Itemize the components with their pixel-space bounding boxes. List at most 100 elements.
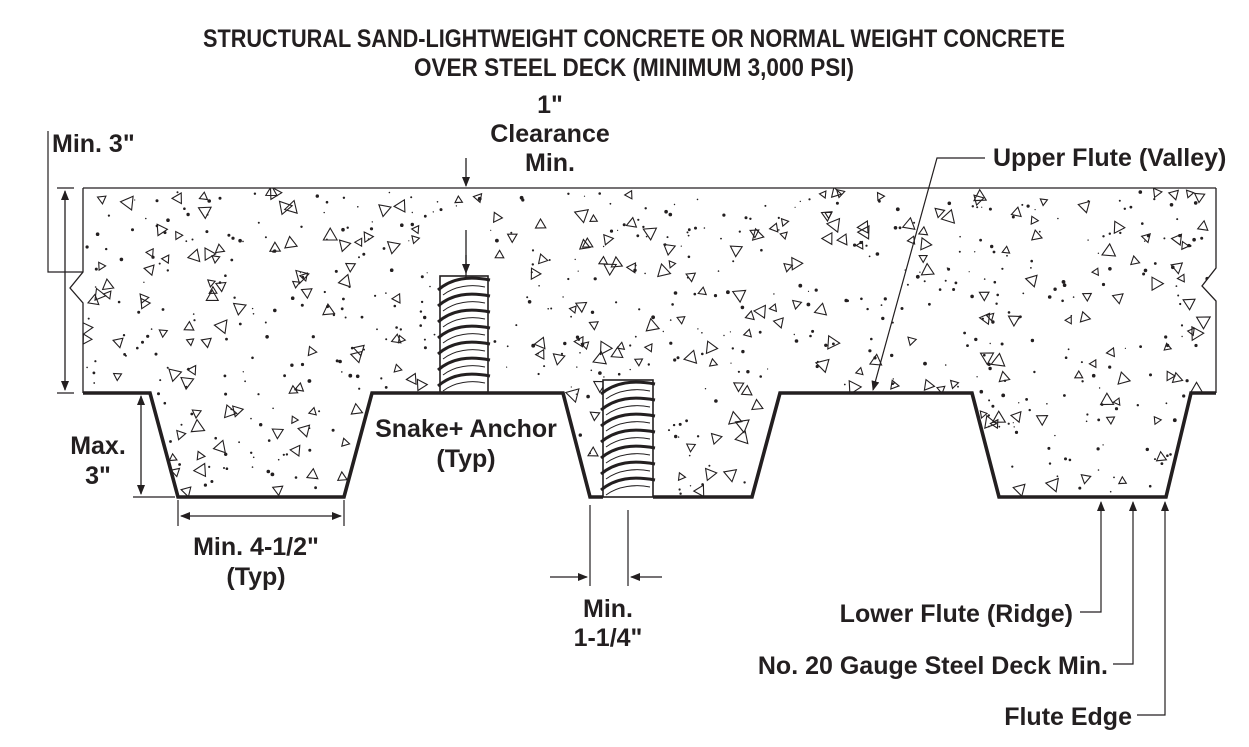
aggregate-speck xyxy=(1048,462,1052,465)
aggregate-speck xyxy=(673,358,677,362)
aggregate-speck xyxy=(530,271,533,274)
max-3-dimension xyxy=(133,395,175,498)
aggregate-speck xyxy=(537,372,540,376)
aggregate-triangle xyxy=(212,439,227,454)
aggregate-speck xyxy=(991,404,995,408)
diagram-title-line-2: OVER STEEL DECK (MINIMUM 3,000 PSI) xyxy=(414,54,854,82)
aggregate-speck xyxy=(493,340,497,343)
aggregate-triangle xyxy=(610,346,624,359)
aggregate-speck xyxy=(1146,234,1150,238)
aggregate-triangle xyxy=(643,343,653,353)
aggregate-speck xyxy=(651,315,655,320)
aggregate-speck xyxy=(685,419,688,423)
aggregate-triangle xyxy=(722,468,738,483)
aggregate-speck xyxy=(423,346,427,350)
aggregate-triangle xyxy=(307,345,318,357)
aggregate-speck xyxy=(1067,348,1070,351)
aggregate-speck xyxy=(979,389,984,394)
aggregate-speck xyxy=(301,275,305,279)
aggregate-triangle xyxy=(1039,198,1049,207)
aggregate-speck xyxy=(218,281,222,284)
aggregate-speck xyxy=(744,216,748,220)
aggregate-speck xyxy=(570,315,572,318)
aggregate-speck xyxy=(673,203,676,206)
snake-anchor-upper xyxy=(437,275,491,393)
aggregate-speck xyxy=(859,240,863,245)
aggregate-triangle xyxy=(1129,254,1141,266)
aggregate-speck xyxy=(547,308,549,310)
aggregate-speck xyxy=(1108,267,1112,271)
aggregate-speck xyxy=(334,269,338,273)
aggregate-triangle xyxy=(978,312,991,326)
aggregate-speck xyxy=(205,230,209,234)
aggregate-triangle xyxy=(1170,233,1183,247)
aggregate-speck xyxy=(315,194,319,198)
aggregate-triangle xyxy=(143,264,155,277)
aggregate-triangle xyxy=(1176,273,1185,283)
aggregate-speck xyxy=(662,330,664,333)
aggregate-speck xyxy=(1160,462,1164,465)
aggregate-speck xyxy=(244,380,247,383)
aggregate-speck xyxy=(602,245,605,248)
aggregate-speck xyxy=(873,356,877,360)
aggregate-triangle xyxy=(918,254,929,264)
aggregate-speck xyxy=(1007,422,1010,425)
aggregate-speck xyxy=(410,222,414,227)
aggregate-triangle xyxy=(768,302,778,313)
aggregate-speck xyxy=(1169,203,1174,207)
aggregate-speck xyxy=(615,301,618,304)
aggregate-triangle xyxy=(1186,327,1195,337)
anchor-thread-shading xyxy=(605,437,651,448)
max-3-label-line-2: 3" xyxy=(85,462,111,490)
aggregate-speck xyxy=(1080,361,1083,364)
anchor-thread-shading xyxy=(442,365,486,376)
aggregate-speck xyxy=(429,285,431,288)
aggregate-triangle xyxy=(978,291,990,302)
aggregate-triangle xyxy=(1191,325,1205,342)
aggregate-speck xyxy=(1014,430,1019,434)
aggregate-speck xyxy=(741,349,745,354)
aggregate-speck xyxy=(332,313,336,317)
anchor-thread-shading xyxy=(605,421,651,432)
aggregate-triangle xyxy=(923,378,936,392)
aggregate-speck xyxy=(300,303,304,307)
aggregate-speck xyxy=(868,255,871,258)
aggregate-speck xyxy=(668,429,670,432)
aggregate-speck xyxy=(1078,486,1082,490)
aggregate-triangle xyxy=(1170,262,1184,275)
aggregate-triangle xyxy=(393,363,403,373)
aggregate-speck xyxy=(380,377,383,380)
aggregate-speck xyxy=(166,366,169,369)
aggregate-speck xyxy=(253,192,257,195)
aggregate-triangle xyxy=(112,372,123,382)
aggregate-speck xyxy=(881,316,885,321)
aggregate-speck xyxy=(687,234,690,237)
aggregate-triangle xyxy=(1190,381,1204,393)
aggregate-triangle xyxy=(552,353,566,366)
aggregate-triangle xyxy=(1009,410,1022,424)
aggregate-speck xyxy=(323,211,325,214)
aggregate-speck xyxy=(708,464,711,467)
aggregate-triangle xyxy=(170,192,182,205)
aggregate-speck xyxy=(853,243,857,247)
aggregate-speck xyxy=(578,433,582,437)
aggregate-speck xyxy=(490,229,492,231)
aggregate-speck xyxy=(283,374,286,378)
aggregate-triangle xyxy=(625,216,638,228)
aggregate-triangle xyxy=(1167,189,1180,201)
aggregate-speck xyxy=(814,288,818,292)
aggregate-speck xyxy=(1185,379,1189,383)
lower-flute-label: Lower Flute (Ridge) xyxy=(840,600,1073,628)
aggregate-triangle xyxy=(180,486,192,497)
aggregate-speck xyxy=(1096,447,1100,451)
aggregate-speck xyxy=(1187,243,1191,248)
aggregate-speck xyxy=(993,280,997,284)
aggregate-speck xyxy=(589,452,591,455)
aggregate-speck xyxy=(1180,324,1184,327)
aggregate-triangle xyxy=(610,255,624,268)
aggregate-triangle xyxy=(573,208,590,224)
aggregate-speck xyxy=(257,393,260,396)
aggregate-speck xyxy=(230,408,232,411)
aggregate-speck xyxy=(158,262,161,265)
aggregate-triangle xyxy=(907,336,918,347)
